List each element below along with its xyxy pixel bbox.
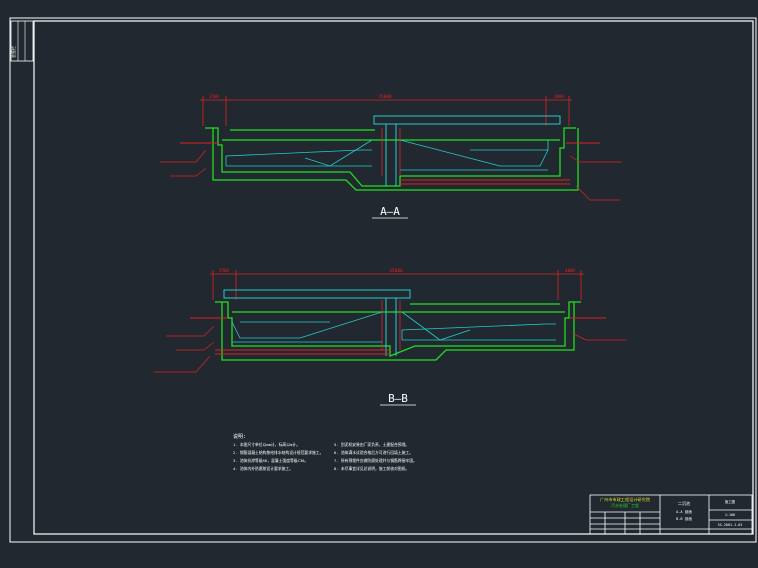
note-line: 7. 所有预埋件应做防腐处理并与钢筋焊接牢固。 [334,458,417,463]
note-line: 8. 未尽事宜详见总说明，施工前核对图纸。 [334,466,409,471]
bb-scraper-right [401,311,556,341]
tb-section-label: A-A 剖面 [676,509,692,514]
sheet-frame [9,17,757,543]
aa-pipes [180,142,600,185]
aa-dimension [200,96,572,126]
note-line: 5. 刮泥机安装由厂家负责，土建配合预埋。 [334,442,409,447]
aa-scraper-right [399,139,549,171]
bb-overall-dim: 35000 [389,268,403,274]
aa-overall-dim: 35000 [378,94,392,100]
aa-section-title: A—A [380,205,400,218]
bb-dimension [210,270,584,300]
note-line: 3. 池体抗渗等级S6，混凝土强度等级C30。 [233,458,308,463]
bb-section-title: B—B [388,392,408,405]
sign-stamp-label: 会签栏 [10,46,16,58]
tb-scale: 1:100 [725,513,735,517]
design-notes: 说明: 1. 本图尺寸单位以mm计，标高以m计。 2. 钢筋混凝土结构按给排水结… [233,433,417,471]
tb-section-label-2: B-B 剖面 [676,516,692,521]
tb-project: 污水处理厂工程 [611,502,639,508]
aa-left-dim: 3500 [209,94,219,99]
tb-stage: 施工图 [725,499,736,504]
title-block: 广州市市政工程设计研究院 污水处理厂工程 二沉池 A-A 剖面 B-B 剖面 施… [589,494,753,535]
note-line: 6. 池体满水试验合格后方可进行回填土施工。 [334,450,413,455]
sign-stamp: 会签栏 [10,46,16,58]
note-line: 1. 本图尺寸单位以mm计，标高以m计。 [233,442,300,447]
aa-right-dim: 4000 [554,94,564,99]
bb-scraper-left [231,311,383,343]
tb-drawing-no: SS-2001-J-03 [718,523,743,527]
aa-leaders [160,149,622,201]
bb-pipes [190,317,606,355]
note-line: 2. 钢筋混凝土结构按给排水结构设计规范要求施工。 [233,450,323,455]
section-bb: 35000 3500 4000 [154,268,626,406]
tb-drawing-name: 二沉池 [678,500,690,506]
section-aa: 35000 3500 4000 [160,94,622,219]
aa-scraper-left [225,139,373,167]
aa-center-column [373,115,561,186]
bb-left-dim: 3500 [219,268,229,273]
note-line: 4. 池体内外防腐按设计要求施工。 [233,466,293,471]
bb-leaders [154,325,626,373]
bb-right-dim: 4000 [565,268,575,273]
aa-tank-structure [205,127,579,191]
tb-company: 广州市市政工程设计研究院 [600,496,651,503]
notes-heading: 说明: [233,433,246,440]
bb-tank-structure [215,301,581,361]
